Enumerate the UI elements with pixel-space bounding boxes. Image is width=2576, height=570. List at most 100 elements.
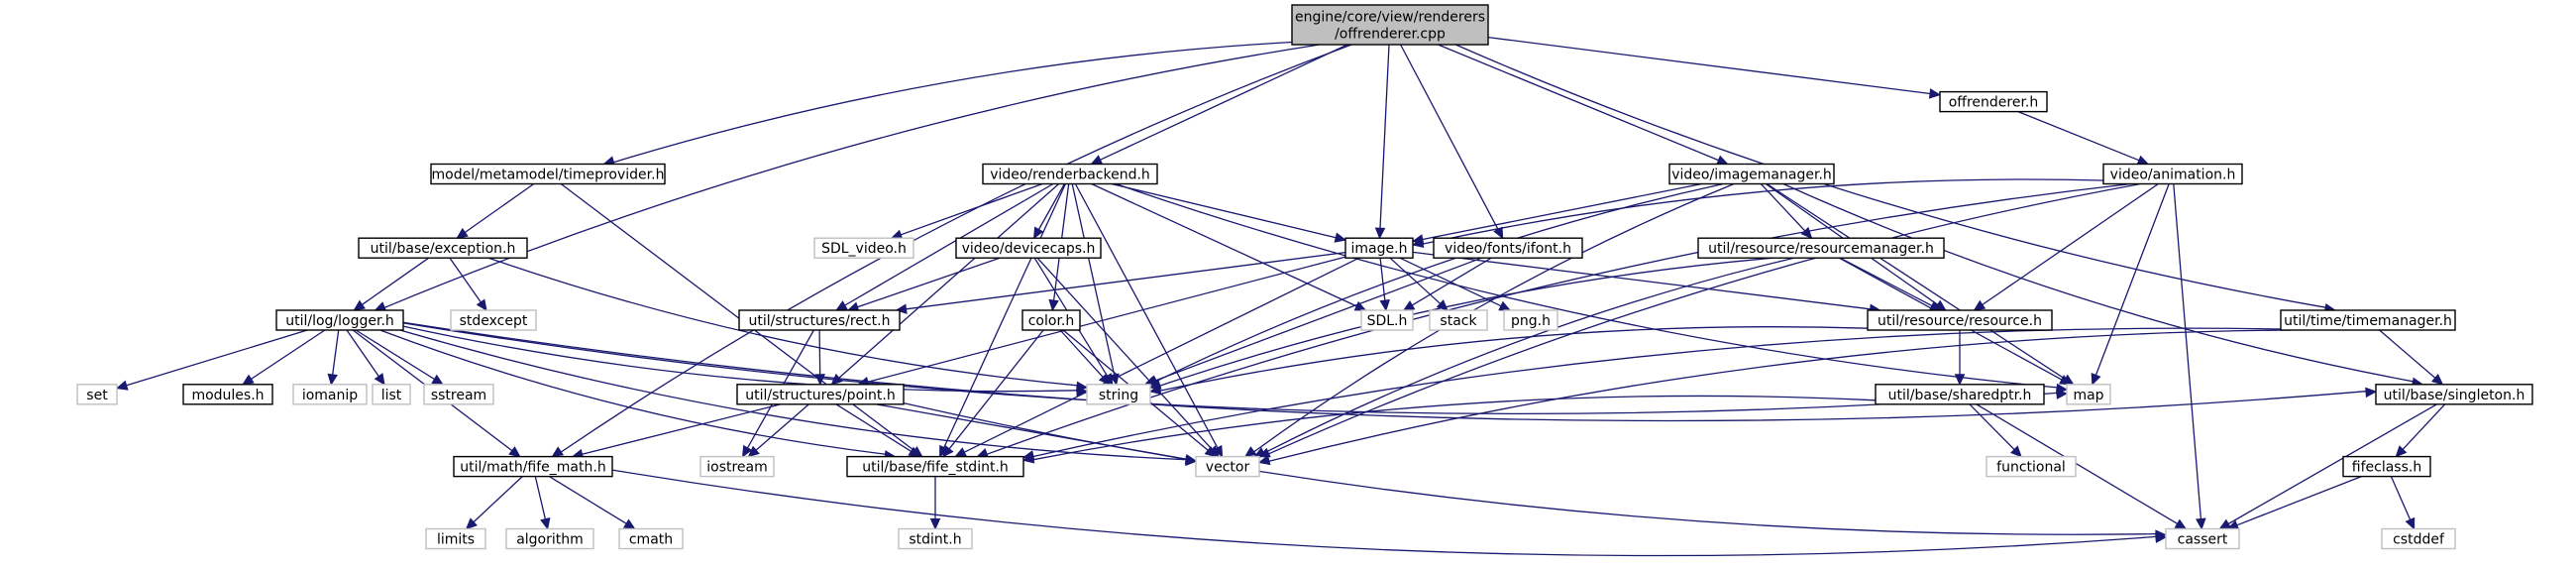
node-imagemanager[interactable]: video/imagemanager.h xyxy=(1668,163,1835,185)
node-root[interactable]: engine/core/view/renderers/offrenderer.c… xyxy=(1291,4,1489,46)
edge-line xyxy=(1115,182,2058,389)
node-box xyxy=(450,309,537,331)
edge-line xyxy=(1155,182,1724,383)
node-label: util/structures/point.h xyxy=(745,388,895,403)
edge-arrowhead xyxy=(954,447,968,458)
node-singleton[interactable]: util/base/singleton.h xyxy=(2375,384,2533,405)
node-offrenderer_h[interactable]: offrenderer.h xyxy=(1939,90,2048,113)
edge-exception-to-logger xyxy=(353,257,430,311)
edge-layer xyxy=(115,36,2446,557)
node-cassert: cassert xyxy=(2165,527,2240,550)
node-box xyxy=(2381,527,2456,550)
edge-root-to-imagemanager xyxy=(1438,44,1729,166)
node-label: set xyxy=(86,388,108,403)
edge-resource-to-sharedptr xyxy=(1954,330,1966,387)
node-label: color.h xyxy=(1028,313,1075,329)
node-box xyxy=(275,309,404,331)
node-list: list xyxy=(372,384,411,405)
edge-offrenderer_h-to-animation xyxy=(2017,110,2150,166)
node-logger[interactable]: util/log/logger.h xyxy=(275,309,404,331)
edge-line xyxy=(473,476,523,523)
node-devicecaps[interactable]: video/devicecaps.h xyxy=(955,237,1102,259)
edge-arrowhead xyxy=(747,445,760,458)
edge-line xyxy=(948,329,1044,450)
edge-arrowhead xyxy=(2091,373,2101,386)
node-algorithm: algorithm xyxy=(505,527,594,550)
node-png: png.h xyxy=(1503,309,1558,331)
node-cmath: cmath xyxy=(618,527,684,550)
edge-imagemanager-to-image_h xyxy=(1411,182,1702,245)
edge-image_h-to-stack xyxy=(1389,257,1449,311)
node-rect[interactable]: util/structures/rect.h xyxy=(738,309,901,331)
edge-image_h-to-rect xyxy=(895,251,1346,314)
node-sharedptr[interactable]: util/base/sharedptr.h xyxy=(1875,384,2045,405)
edge-image_h-to-resource xyxy=(1412,251,1881,315)
node-label: offrenderer.h xyxy=(1949,95,2039,111)
edge-root-to-timeprovider xyxy=(602,41,1293,167)
edge-arrowhead xyxy=(908,446,921,458)
edge-arrowhead xyxy=(2405,516,2415,530)
edge-line xyxy=(986,182,2131,455)
edge-root-to-fife_math xyxy=(551,44,1352,458)
edge-line xyxy=(1766,182,2066,380)
node-timeprovider[interactable]: model/metamodel/timeprovider.h xyxy=(430,163,666,185)
edge-arrowhead xyxy=(1204,445,1217,458)
edge-arrowhead xyxy=(465,517,478,530)
node-resourcemanager[interactable]: util/resource/resourcemanager.h xyxy=(1697,237,1945,259)
node-box xyxy=(1668,163,1835,185)
edge-line xyxy=(1032,327,2282,458)
node-resource[interactable]: util/resource/resource.h xyxy=(1867,309,2053,331)
edge-line xyxy=(1268,182,2141,455)
node-fifeclass[interactable]: fifeclass.h xyxy=(2342,455,2431,478)
node-box xyxy=(982,163,1158,185)
edge-arrowhead xyxy=(374,373,385,386)
node-label: limits xyxy=(437,532,475,548)
edge-line xyxy=(1438,44,1719,162)
edge-animation-to-map xyxy=(2091,183,2170,386)
edge-imagemanager-to-resourcemanager xyxy=(1760,183,1813,240)
edge-arrowhead xyxy=(1379,299,1391,312)
node-fife_stdint[interactable]: util/base/fife_stdint.h xyxy=(846,455,1024,478)
edge-arrowhead xyxy=(508,446,521,458)
edge-arrowhead xyxy=(1253,447,1266,458)
edge-arrowhead xyxy=(742,444,753,458)
node-label: stdexcept xyxy=(460,313,528,329)
node-modules[interactable]: modules.h xyxy=(182,384,273,405)
edge-arrowhead xyxy=(1353,300,1367,311)
node-image_h[interactable]: image.h xyxy=(1344,237,1414,259)
node-timemanager[interactable]: util/time/timemanager.h xyxy=(2280,309,2456,331)
node-ifont[interactable]: video/fonts/ifont.h xyxy=(1433,237,1583,259)
edge-line xyxy=(1412,251,1871,310)
edge-line xyxy=(844,182,1054,306)
node-box xyxy=(292,384,368,405)
edge-line xyxy=(402,322,2058,415)
node-point[interactable]: util/structures/point.h xyxy=(736,384,905,405)
edge-imagemanager-to-string xyxy=(1145,182,1724,386)
edge-line xyxy=(402,321,2367,422)
edge-arrowhead xyxy=(431,374,444,386)
edge-root-to-image_h xyxy=(1374,44,1390,240)
node-color[interactable]: color.h xyxy=(1021,309,1081,331)
edge-fife_math-to-cassert xyxy=(611,469,2168,557)
edge-point-to-vector xyxy=(876,403,1198,465)
node-fife_math[interactable]: util/math/fife_math.h xyxy=(453,455,613,478)
edge-line xyxy=(943,183,1066,448)
node-label: string xyxy=(1099,388,1138,403)
edge-color-to-string xyxy=(1059,329,1111,386)
edge-renderbackend-to-devicecaps xyxy=(1033,183,1065,240)
edge-arrowhead xyxy=(2010,445,2022,458)
node-label: modules.h xyxy=(191,388,264,403)
node-animation[interactable]: video/animation.h xyxy=(2102,163,2243,185)
node-renderbackend[interactable]: video/renderbackend.h xyxy=(982,163,1158,185)
node-label: cstddef xyxy=(2393,532,2445,548)
node-box xyxy=(1195,455,1260,478)
node-box xyxy=(182,384,273,405)
node-label: functional xyxy=(1996,460,2066,476)
edge-line xyxy=(449,257,482,303)
node-exception[interactable]: util/base/exception.h xyxy=(358,237,528,259)
edge-line xyxy=(1839,257,1933,306)
node-label: image.h xyxy=(1351,241,1408,257)
node-label: cmath xyxy=(629,532,673,548)
node-label: SDL_video.h xyxy=(821,241,907,257)
